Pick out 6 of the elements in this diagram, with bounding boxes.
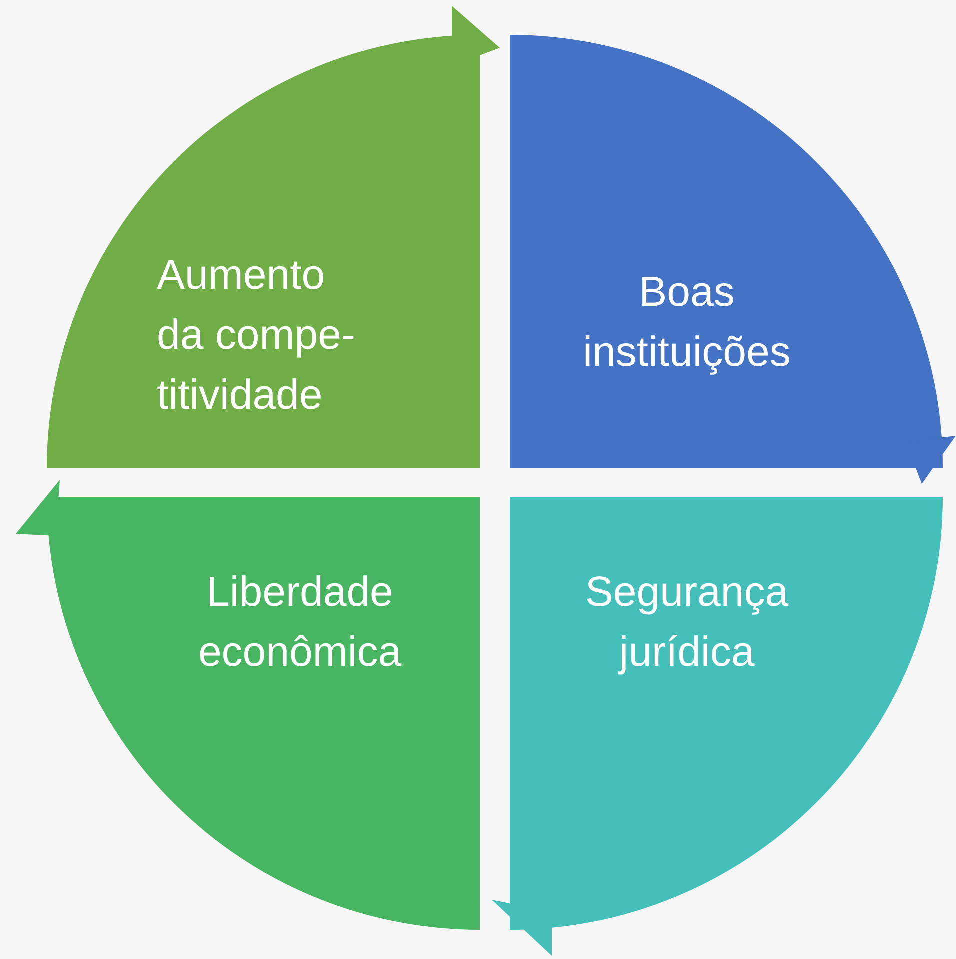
arrow xyxy=(492,900,552,956)
arrow xyxy=(16,480,60,536)
segment-label: Aumento da compe- titividade xyxy=(157,250,356,420)
segment-label: Segurança jurídica xyxy=(584,567,790,677)
segment-label: Liberdade econômica xyxy=(197,567,403,677)
segment-label: Boas instituições xyxy=(582,267,792,377)
